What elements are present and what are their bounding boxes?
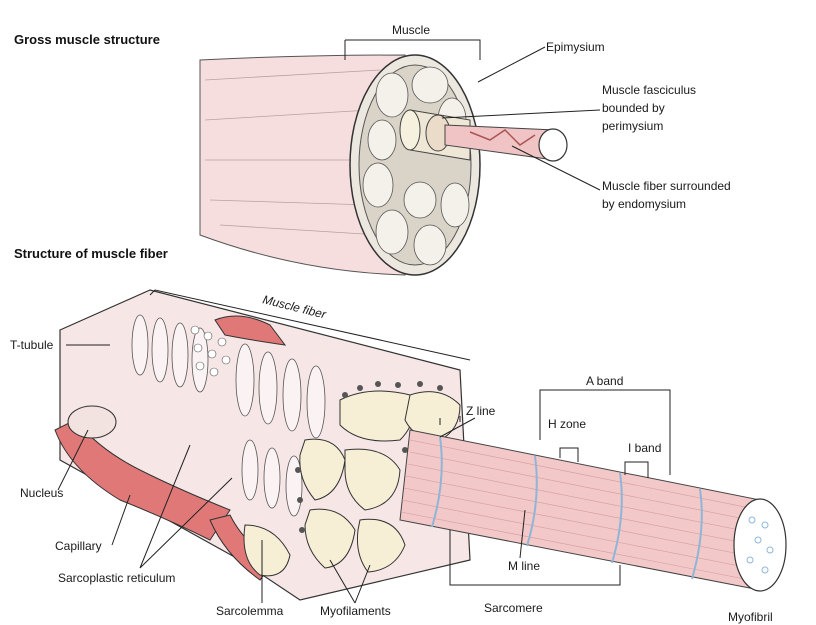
label-fasciculus-1: Muscle fasciculus [602, 83, 696, 97]
leader-capillary [112, 495, 130, 545]
fiber-title: Structure of muscle fiber [14, 246, 168, 261]
label-myofibril: Myofibril [728, 610, 773, 624]
label-capillary: Capillary [55, 539, 102, 553]
label-muscle: Muscle [392, 23, 430, 37]
h-zone-bracket [560, 448, 578, 462]
label-i-band: I band [628, 441, 661, 455]
leader-epimysium [478, 47, 545, 82]
label-sarcoplasmic-reticulum: Sarcoplastic reticulum [58, 571, 175, 585]
label-h-zone: H zone [548, 417, 586, 431]
label-fiber-2: by endomysium [602, 197, 686, 211]
label-fasciculus-3: perimysium [602, 119, 663, 133]
label-z-line: Z line [466, 404, 496, 418]
fiber-illustration [55, 290, 786, 600]
label-t-tubule: T-tubule [10, 338, 54, 352]
label-a-band: A band [586, 374, 623, 388]
label-sarcomere: Sarcomere [484, 601, 543, 615]
label-fasciculus-2: bounded by [602, 101, 665, 115]
label-fiber-1: Muscle fiber surrounded [602, 179, 731, 193]
gross-muscle-illustration [200, 55, 567, 275]
label-epimysium: Epimysium [546, 40, 605, 54]
label-muscle-fiber: Muscle fiber [261, 292, 328, 321]
label-myofilaments: Myofilaments [320, 604, 391, 618]
label-m-line: M line [508, 559, 540, 573]
label-nucleus: Nucleus [20, 486, 63, 500]
nucleus [68, 406, 116, 438]
myofibril-end [734, 499, 786, 591]
gross-title: Gross muscle structure [14, 32, 160, 47]
label-sarcolemma: Sarcolemma [216, 604, 284, 618]
